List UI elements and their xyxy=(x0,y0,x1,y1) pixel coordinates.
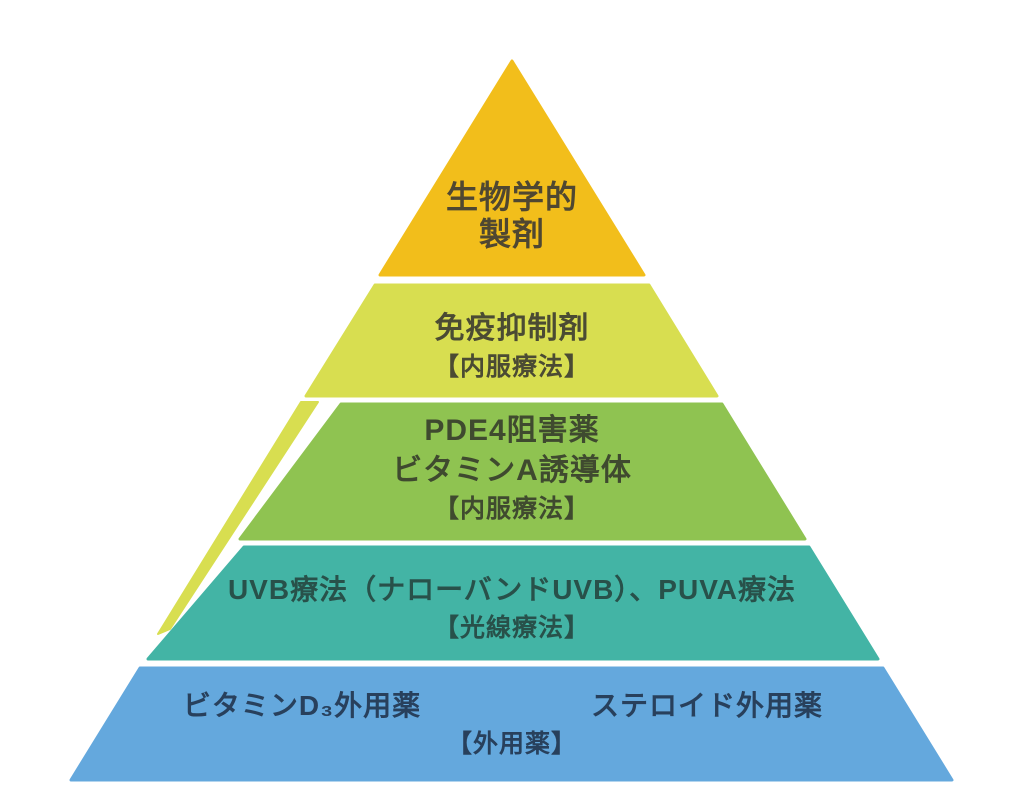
tier-4-shape xyxy=(146,545,880,661)
tier-2-shape xyxy=(304,283,719,398)
tier-3-shape xyxy=(238,402,807,541)
left-edge-wedge-shape xyxy=(157,401,319,635)
tier-1-shape xyxy=(378,59,646,277)
tier-5-shape xyxy=(69,666,954,782)
